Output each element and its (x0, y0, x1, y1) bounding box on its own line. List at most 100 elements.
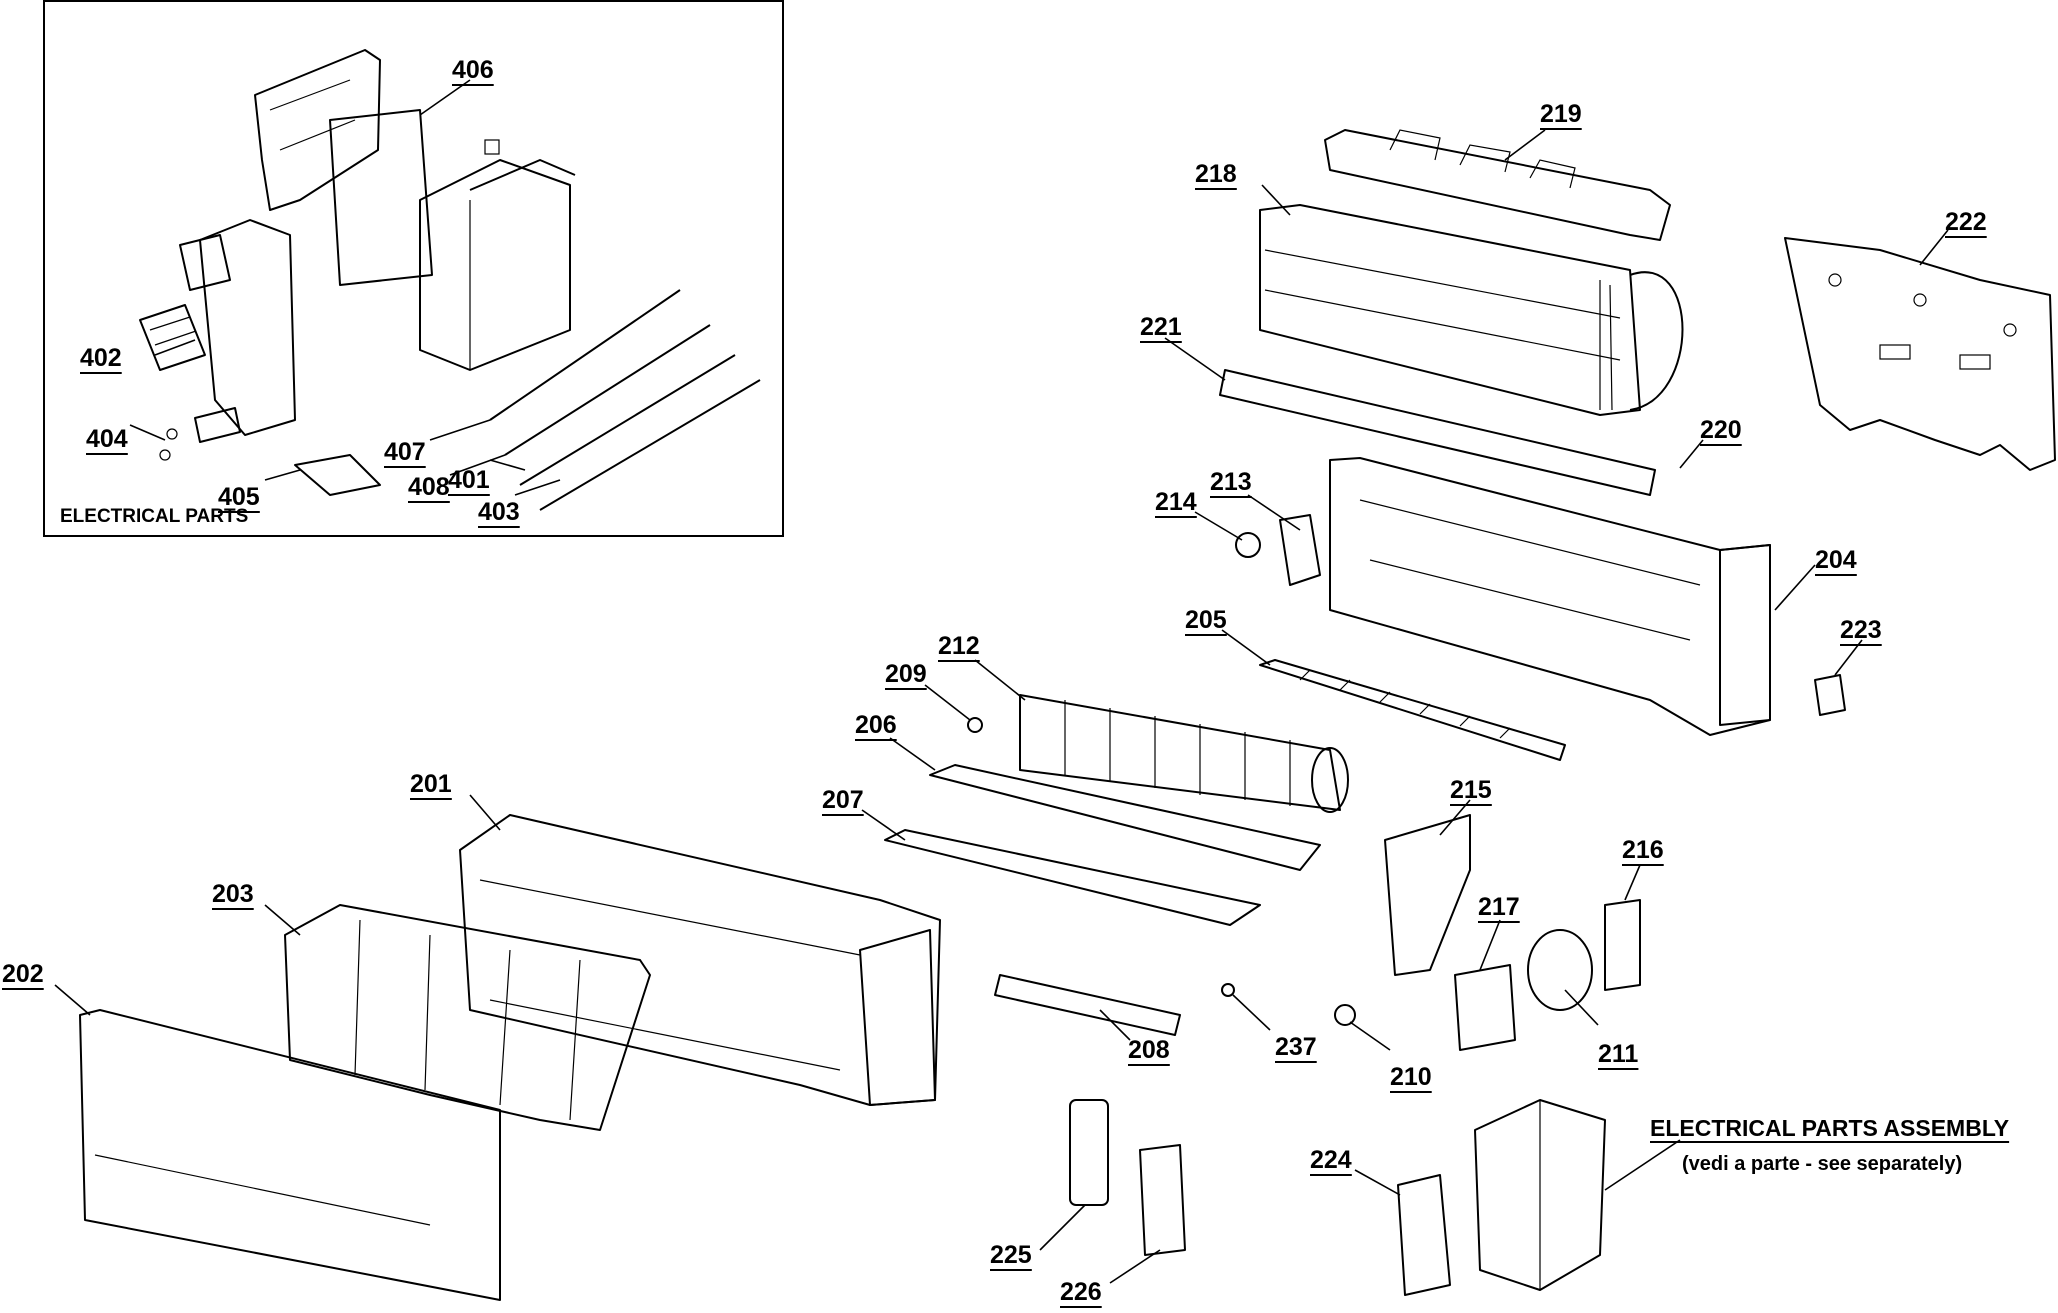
electrical-assembly-drawing (1474, 1099, 1606, 1291)
leader-209 (924, 684, 971, 721)
part-204-drawing (1329, 457, 1771, 736)
leader-201 (469, 794, 501, 831)
leader-electrical-assembly (1604, 1139, 1681, 1191)
inset-title: ELECTRICAL PARTS (60, 506, 248, 527)
part-212-drawing (1019, 694, 1349, 813)
leader-217 (1479, 919, 1501, 971)
part-208-drawing (994, 974, 1181, 1036)
label-237: 237 (1275, 1033, 1317, 1061)
label-224: 224 (1310, 1146, 1352, 1174)
label-207: 207 (822, 786, 864, 814)
part-207-drawing (884, 829, 1261, 926)
leader-220 (1679, 439, 1704, 469)
part-203-drawing (284, 904, 651, 1131)
label-213: 213 (1210, 468, 1252, 496)
label-221: 221 (1140, 313, 1182, 341)
label-406: 406 (452, 56, 494, 84)
part-404-drawing (159, 407, 241, 461)
part-215-drawing (1384, 814, 1471, 976)
leader-213 (1247, 494, 1301, 531)
label-209: 209 (885, 660, 927, 688)
part-201-drawing (459, 814, 941, 1106)
part-223-drawing (1814, 674, 1846, 716)
electrical-parts-inset: ELECTRICAL PARTS (43, 0, 784, 537)
leader-208 (1099, 1009, 1131, 1041)
label-208: 208 (1128, 1036, 1170, 1064)
leader-405 (264, 469, 301, 481)
leader-221 (1164, 337, 1226, 381)
leader-401 (489, 459, 526, 471)
label-401: 401 (448, 466, 490, 494)
leader-225 (1039, 1204, 1086, 1251)
part-209-drawing (967, 717, 983, 733)
leader-222 (1919, 229, 1949, 266)
part-406-drawing (254, 49, 433, 286)
label-222: 222 (1945, 208, 1987, 236)
leader-224 (1354, 1169, 1401, 1196)
label-217: 217 (1478, 893, 1520, 921)
part-226-drawing (1139, 1144, 1186, 1256)
leader-408 (449, 454, 506, 476)
label-407: 407 (384, 438, 426, 466)
leader-202 (54, 984, 91, 1016)
label-201: 201 (410, 770, 452, 798)
leader-203 (264, 904, 301, 936)
label-212: 212 (938, 632, 980, 660)
leader-218 (1261, 184, 1291, 216)
part-405-drawing (294, 454, 381, 496)
leader-211 (1564, 989, 1599, 1026)
part-221-drawing (1219, 369, 1656, 496)
label-408: 408 (408, 473, 450, 501)
label-404: 404 (86, 425, 128, 453)
label-205: 205 (1185, 606, 1227, 634)
inset-frame (43, 0, 784, 537)
label-210: 210 (1390, 1063, 1432, 1091)
leader-210 (1349, 1021, 1391, 1051)
terminal-holder-drawing (139, 219, 296, 436)
assembly-title: ELECTRICAL PARTS ASSEMBLY (1650, 1115, 2009, 1141)
part-218-drawing (1259, 204, 1684, 416)
leader-206 (889, 737, 936, 771)
leader-402 (154, 339, 196, 356)
part-224-drawing (1397, 1174, 1451, 1296)
label-402: 402 (80, 344, 122, 372)
wire-rods-drawing (489, 289, 761, 511)
label-202: 202 (2, 960, 44, 988)
leader-407 (429, 419, 491, 441)
label-215: 215 (1450, 776, 1492, 804)
leader-214 (1194, 511, 1243, 541)
leader-207 (861, 809, 906, 841)
part-216-drawing (1604, 899, 1641, 991)
part-214-drawing (1235, 532, 1261, 558)
leader-219 (1504, 129, 1546, 161)
part-213-drawing (1279, 514, 1321, 586)
part-237-drawing (1221, 983, 1235, 997)
part-205-drawing (1259, 659, 1566, 761)
label-218: 218 (1195, 160, 1237, 188)
label-216: 216 (1622, 836, 1664, 864)
leader-204 (1774, 564, 1816, 611)
part-202-drawing (79, 1009, 501, 1301)
part-206-drawing (929, 764, 1321, 871)
label-405: 405 (218, 483, 260, 511)
label-226: 226 (1060, 1278, 1102, 1306)
leader-216 (1624, 864, 1641, 901)
part-210-drawing (1334, 1004, 1356, 1026)
label-203: 203 (212, 880, 254, 908)
label-211: 211 (1598, 1040, 1638, 1068)
control-box-drawing (419, 139, 576, 371)
label-220: 220 (1700, 416, 1742, 444)
label-204: 204 (1815, 546, 1857, 574)
leader-404 (129, 424, 166, 441)
leader-226 (1109, 1249, 1161, 1284)
part-225-drawing (1069, 1099, 1109, 1206)
label-219: 219 (1540, 100, 1582, 128)
leader-205 (1221, 629, 1271, 666)
part-219-drawing (1324, 129, 1671, 241)
leader-212 (974, 659, 1026, 701)
part-217-drawing (1454, 964, 1516, 1051)
label-206: 206 (855, 711, 897, 739)
label-214: 214 (1155, 488, 1197, 516)
